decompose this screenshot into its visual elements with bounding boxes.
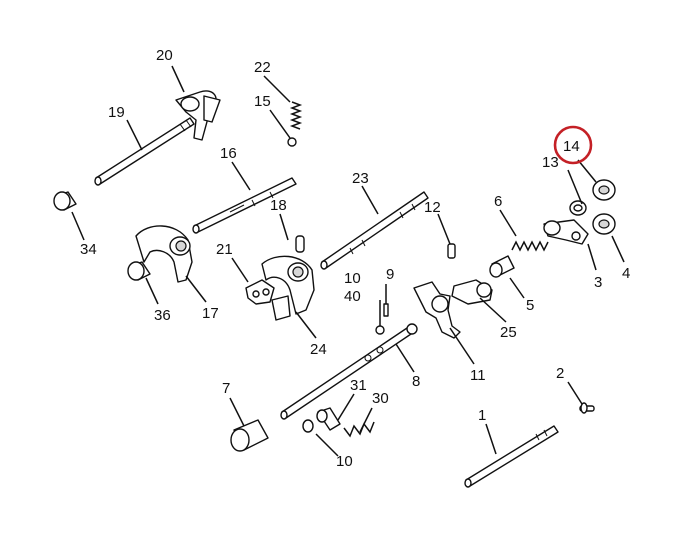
label-40[interactable]: 40	[344, 288, 361, 305]
part-13-washer[interactable]	[569, 200, 587, 216]
part-16-shift-rail[interactable]	[192, 177, 297, 234]
part-20-shift-fork[interactable]	[175, 90, 221, 141]
part-15-ball[interactable]	[287, 137, 297, 147]
part-30-spring[interactable]	[343, 421, 375, 438]
label-9[interactable]: 9	[386, 266, 394, 283]
part-9-pin[interactable]	[383, 303, 389, 317]
label-17[interactable]: 17	[202, 305, 219, 322]
label-21[interactable]: 21	[216, 241, 233, 258]
label-10-lower[interactable]: 10	[336, 453, 353, 470]
leader-lines	[71, 65, 625, 457]
part-8-shift-rail[interactable]	[280, 323, 418, 420]
label-7[interactable]: 7	[222, 380, 230, 397]
part-19-shift-rail[interactable]	[94, 117, 195, 186]
part-11-shift-lever[interactable]	[413, 281, 461, 339]
part-40-nut[interactable]	[375, 325, 385, 335]
part-5-bushing[interactable]	[489, 255, 515, 278]
label-22[interactable]: 22	[254, 59, 271, 76]
part-12-pin[interactable]	[447, 243, 456, 259]
part-number-labels: 20 22 19 15 16 14 13 23 34 18 12 6 21 10…	[80, 47, 630, 470]
part-4-seal-ring[interactable]	[592, 213, 616, 235]
part-3-lever[interactable]	[543, 219, 589, 245]
label-31[interactable]: 31	[350, 377, 367, 394]
part-7-bushing[interactable]	[230, 419, 269, 452]
part-21-interlock[interactable]	[245, 279, 275, 305]
label-12[interactable]: 12	[424, 199, 441, 216]
part-1-shaft[interactable]	[464, 425, 559, 488]
label-23[interactable]: 23	[352, 170, 369, 187]
label-1[interactable]: 1	[478, 407, 486, 424]
label-20[interactable]: 20	[156, 47, 173, 64]
part-23-shift-rail[interactable]	[320, 191, 429, 270]
label-13[interactable]: 13	[542, 154, 559, 171]
label-10[interactable]: 10	[344, 270, 361, 287]
label-30[interactable]: 30	[372, 390, 389, 407]
label-3[interactable]: 3	[594, 274, 602, 291]
label-11[interactable]: 11	[470, 367, 486, 384]
label-6[interactable]: 6	[494, 193, 502, 210]
part-17-shift-fork[interactable]	[135, 225, 193, 283]
part-6-spring[interactable]	[511, 240, 549, 252]
part-25-shaft-block[interactable]	[451, 279, 493, 305]
label-25[interactable]: 25	[500, 324, 517, 341]
part-22-spring[interactable]	[289, 101, 303, 130]
part-24-shift-fork[interactable]	[261, 255, 315, 321]
label-24[interactable]: 24	[310, 341, 327, 358]
label-14[interactable]: 14	[563, 138, 580, 155]
label-34[interactable]: 34	[80, 241, 97, 258]
label-15[interactable]: 15	[254, 93, 271, 110]
part-18-pin[interactable]	[295, 235, 305, 253]
part-34-plug[interactable]	[53, 191, 77, 211]
part-2-bolt[interactable]	[579, 402, 595, 414]
label-19[interactable]: 19	[108, 104, 125, 121]
label-36[interactable]: 36	[154, 307, 171, 324]
part-10-ball[interactable]	[302, 419, 314, 433]
part-31-plunger[interactable]	[316, 407, 341, 431]
highlight-circle	[553, 125, 593, 165]
label-5[interactable]: 5	[526, 297, 534, 314]
part-14-seal-ring[interactable]	[592, 179, 616, 201]
label-8[interactable]: 8	[412, 373, 420, 390]
label-4[interactable]: 4	[622, 265, 630, 282]
label-2[interactable]: 2	[556, 365, 564, 382]
label-18[interactable]: 18	[270, 197, 287, 214]
label-16[interactable]: 16	[220, 145, 237, 162]
part-36-plug[interactable]	[127, 261, 151, 281]
